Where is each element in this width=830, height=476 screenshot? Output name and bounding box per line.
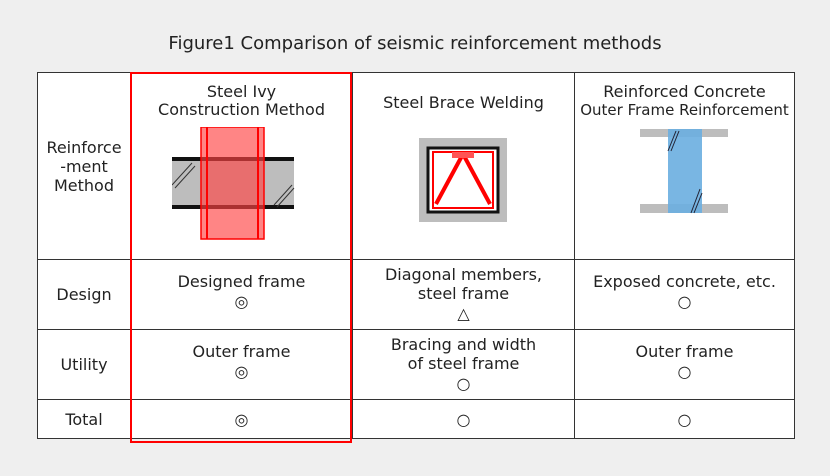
- table-row: Utility Outer frame◎ Bracing and width o…: [37, 329, 795, 400]
- design-text: Diagonal members, steel frame: [384, 265, 542, 303]
- design-cell: Diagonal members, steel frame△: [352, 259, 575, 330]
- design-cell: Exposed concrete, etc.○: [574, 259, 795, 330]
- method-name: Construction Method: [158, 100, 325, 119]
- method-name: Reinforced Concrete: [603, 82, 766, 101]
- steel-brace-diagram-icon: [418, 138, 507, 222]
- utility-text: Bracing and width of steel frame: [390, 335, 537, 373]
- rating-triangle-icon: △: [457, 304, 470, 323]
- total-rating-circle-icon: ○: [352, 399, 575, 439]
- rating-circle-icon: ○: [456, 374, 471, 393]
- rating-double-circle-icon: ◎: [234, 362, 249, 381]
- total-rating-circle-icon: ○: [574, 399, 795, 439]
- design-text: Exposed concrete, etc.: [593, 272, 776, 291]
- method-name: Steel Brace Welding: [383, 93, 544, 112]
- rating-circle-icon: ○: [677, 292, 692, 311]
- method-name: Steel Ivy: [206, 82, 277, 101]
- steel-ivy-diagram-icon: [171, 127, 294, 240]
- row-header-label: Reinforce -ment Method: [46, 137, 122, 195]
- method-name: Outer Frame Reinforcement: [580, 101, 789, 119]
- rating-double-circle-icon: ◎: [234, 292, 249, 311]
- design-cell: Designed frame◎: [130, 259, 353, 330]
- utility-cell: Outer frame○: [574, 329, 795, 400]
- utility-text: Outer frame: [192, 342, 291, 361]
- row-header-method: Reinforce -ment Method: [37, 72, 131, 260]
- row-header-utility: Utility: [37, 329, 131, 400]
- utility-cell: Bracing and width of steel frame○: [352, 329, 575, 400]
- figure-title: Figure1 Comparison of seismic reinforcem…: [168, 33, 662, 54]
- rating-circle-icon: ○: [677, 362, 692, 381]
- method-steel-brace: Steel Brace Welding: [352, 72, 575, 260]
- table-row: Total ◎ ○ ○: [37, 399, 795, 439]
- row-header-total: Total: [37, 399, 131, 439]
- design-text: Designed frame: [177, 272, 306, 291]
- utility-cell: Outer frame◎: [130, 329, 353, 400]
- total-rating-double-circle-icon: ◎: [130, 399, 353, 439]
- utility-text: Outer frame: [635, 342, 734, 361]
- rc-outer-frame-diagram-icon: [639, 129, 728, 214]
- table-row: Design Designed frame◎ Diagonal members,…: [37, 259, 795, 330]
- row-header-design: Design: [37, 259, 131, 330]
